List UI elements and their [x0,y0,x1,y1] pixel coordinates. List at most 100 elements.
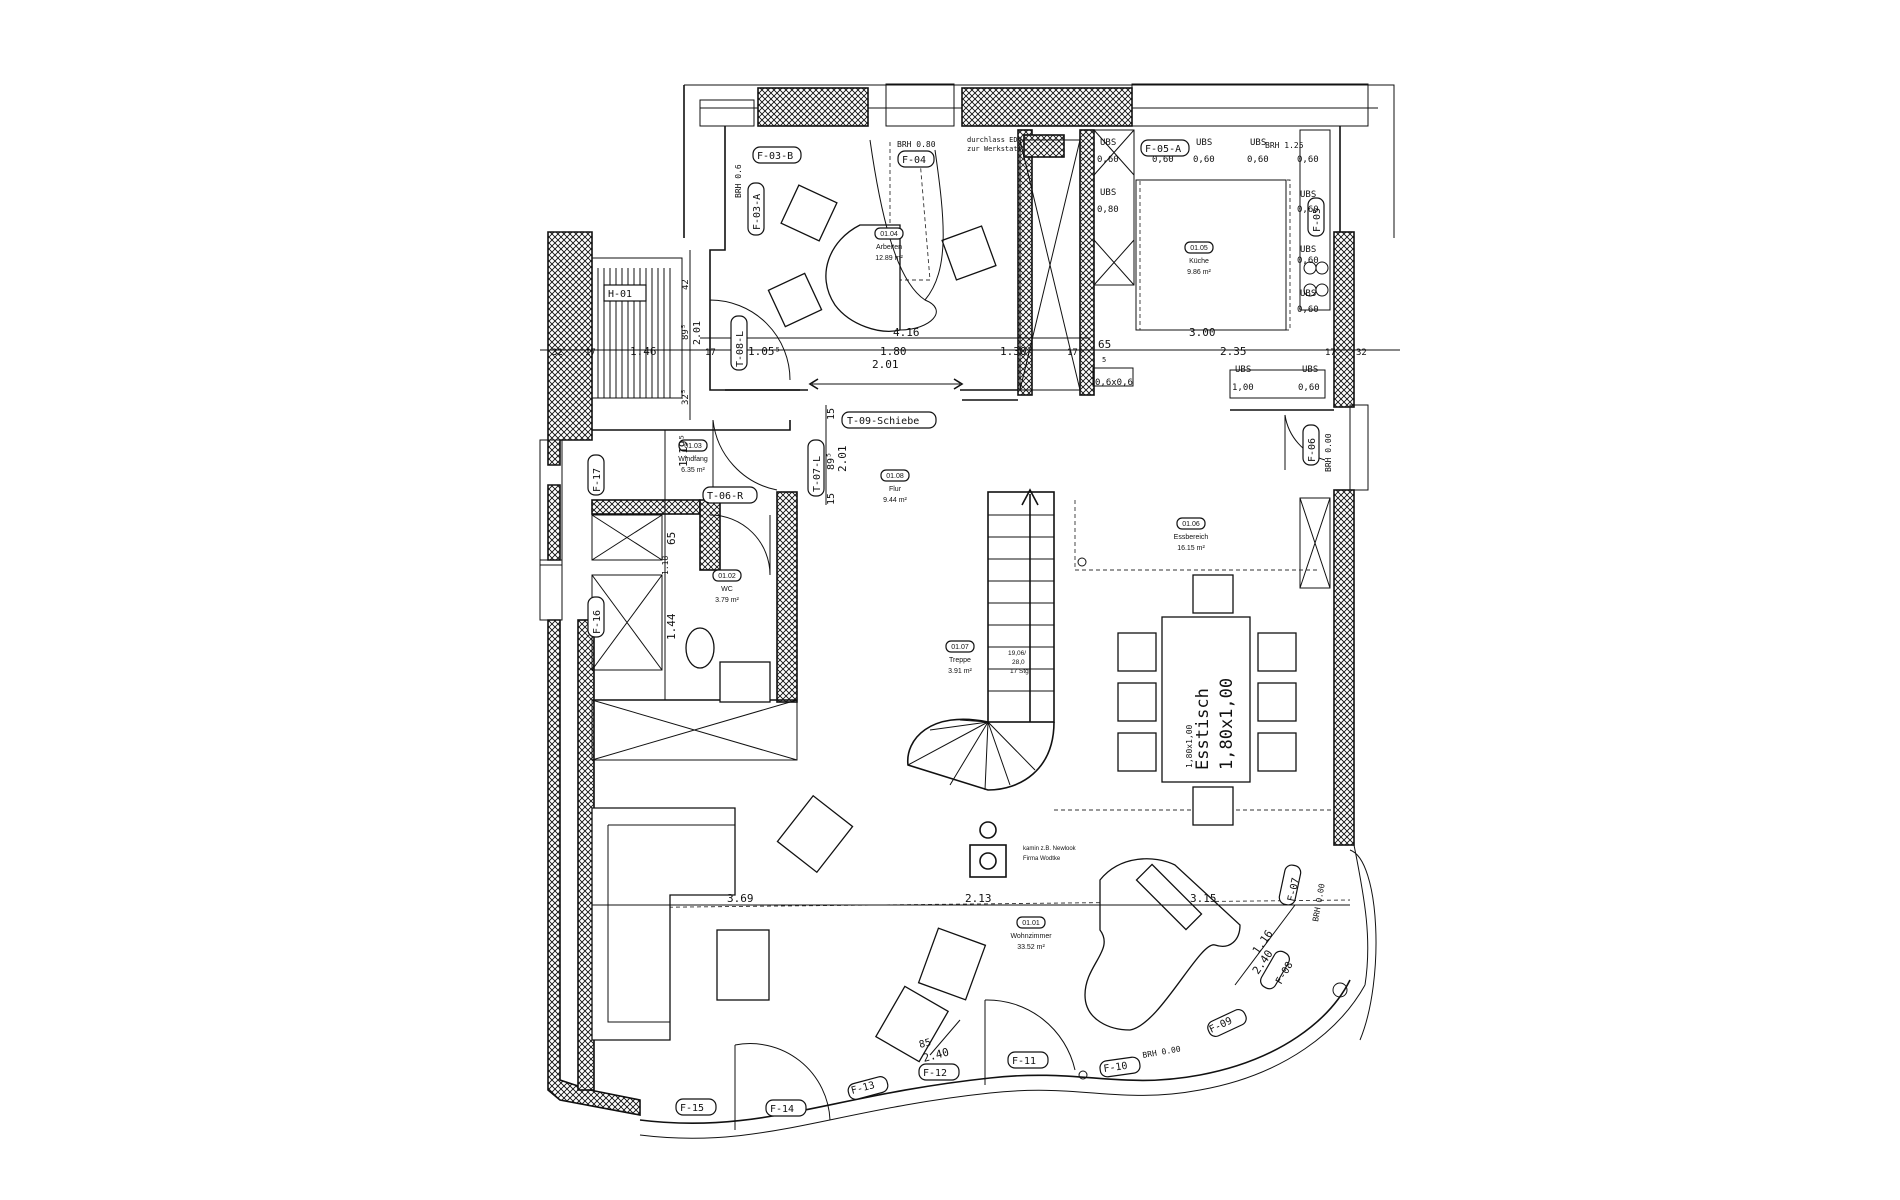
room-number-box [945,640,975,653]
shaft-box [1093,129,1135,286]
tag-f-12: F-12 [923,1068,947,1079]
facade-curve [639,979,1351,1125]
dim: 2.01 [692,321,703,345]
stair-h01-box [591,257,683,399]
window-frame [699,99,755,127]
note-ubs-val: 0,60 [1097,155,1119,165]
hob [1315,261,1329,275]
dim: 2.35 [1220,345,1247,358]
table-size: 1,80x1,00 [1217,678,1237,770]
tag-box [841,411,937,429]
dim: 1.30⁵ [1000,345,1033,358]
room-wohnzimmer: 01.01 Wohnzimmer 33.52 m² [1010,916,1052,951]
room-number-box [874,227,904,240]
tag-box [702,486,758,504]
tag-box [918,1063,960,1081]
tag-box [1302,424,1320,466]
note-ubs-val: 0,60 [1297,256,1319,266]
storage-box [591,699,798,761]
dim: 89⁵ [826,452,837,470]
closet-cross [591,514,663,561]
tag-box [1278,864,1302,906]
note-brh-080: BRH 0.80 [897,140,936,149]
door-f11 [984,999,1076,1085]
room-name: Arbeiten [876,244,902,251]
toilet [685,627,715,669]
note-ubs: UBS [1250,138,1266,148]
note-ubs-val: 0,80 [1097,205,1119,215]
note-ubs: UBS [1235,365,1251,375]
note-ubs: UBS [1100,138,1116,148]
dining-table [1161,616,1251,783]
room-name: Treppe [949,657,971,664]
dashed [870,159,931,281]
room-number-box [1184,241,1214,254]
dim: 15 [826,408,837,420]
dim: 89⁵ [681,324,691,340]
room-area: 16.15 m² [1177,545,1205,552]
note-kamin: kamin z.B. Newlook [1023,846,1077,852]
dim: 17 [1325,348,1336,358]
wall-right-lower [1333,489,1355,846]
window-frame [1299,497,1331,589]
dim: 42 [681,279,691,290]
tag-box [587,454,605,496]
room-area: 9.44 m² [883,497,907,504]
desk-edge [869,139,937,331]
note-kamin: Firma Wodtke [1023,856,1061,862]
wall-left-mid [547,484,561,561]
tag-box [847,1076,889,1100]
wall-shaft [1017,129,1033,396]
wall-left-lower [547,619,641,1116]
dim: 2.01 [836,446,849,473]
office-chair [767,272,823,328]
room-labels: 01.04 Arbeiten 12.89 m² 01.05 Küche 9.86… [678,227,1214,951]
dim: 1.46 [630,345,657,358]
dim: 1.05⁵ [748,345,781,358]
note-ubs-val: 1,00 [1232,383,1254,393]
column [979,821,997,839]
tag-t-09-schiebe: T-09-Schiebe [847,416,919,427]
chair [1117,682,1157,722]
room-kueche: 01.05 Küche 9.86 m² [1184,241,1214,276]
dim: 5 [1102,356,1106,364]
wall-wc-inner [699,499,721,571]
chair [1257,732,1297,772]
wall-right-upper [1333,231,1355,408]
tag-f-05-a: F-05-A [1145,144,1181,155]
point [1078,1070,1088,1080]
armchair [917,927,987,1001]
room-wc: 01.02 WC 3.79 m² [712,569,742,604]
dim: 15 [826,493,837,505]
desk-curve [825,224,901,332]
note-ubs: UBS [1300,245,1316,255]
room-number-box [1176,517,1206,530]
room-number: 01.01 [1022,920,1040,927]
tag-t-08-l: T-08-L [735,331,746,367]
closet [591,514,663,561]
office-chair [780,184,838,242]
dashed [1139,179,1291,331]
room-area: 9.86 m² [1187,269,1211,276]
note-brh-125: BRH 1.25 [1265,141,1304,150]
room-number: 01.08 [886,473,904,480]
tag-box [1307,197,1325,237]
window-frame [885,83,955,127]
tag-f-05: F-05 [1312,208,1323,232]
table-size-small: 1,80x1,00 [1185,724,1194,768]
sofa [591,807,736,1041]
dim: 32 [552,348,563,358]
tag-box [765,1099,807,1117]
tag-f-06: F-06 [1307,438,1318,462]
window-cross [1299,497,1331,589]
stair-arrow-head [1021,488,1039,506]
dim: 3.69 [727,892,754,905]
dim: 65 [665,532,678,545]
note-brh-000: BRH 0.00 [1311,883,1327,923]
dim: 17 [585,348,596,358]
window-frame [539,559,563,621]
dim: 1.44 [665,613,678,640]
note-ubs-val: 0,60 [1297,155,1319,165]
dimensions: 4.16 3.00 1.05⁵ 1.80 2.01 1.30⁵ 2.35 1.4… [552,279,1367,1065]
room-area: 12.89 m² [875,255,903,262]
